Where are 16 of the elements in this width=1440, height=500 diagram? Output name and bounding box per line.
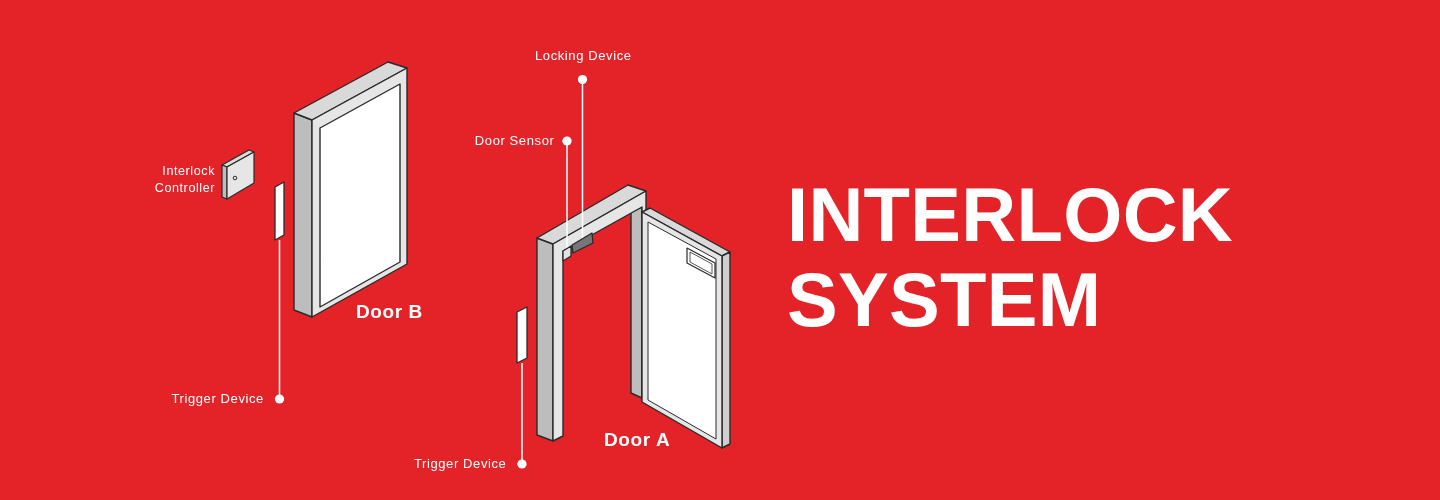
trigger-strip — [516, 306, 528, 364]
door-label: Door B — [356, 300, 423, 324]
locking-block — [571, 232, 594, 254]
part-label: Interlock Controller — [154, 163, 215, 197]
callout-label: Trigger Device — [413, 456, 518, 472]
callout-label: Trigger Device — [171, 391, 275, 407]
sensor-block — [562, 245, 572, 262]
callout-label: Locking Device — [535, 48, 632, 75]
title: INTERLOCK SYSTEM — [787, 172, 1233, 342]
leader-line — [561, 136, 572, 250]
leader-line — [516, 362, 527, 469]
door-label: Door A — [604, 428, 671, 452]
callout-label: Door Sensor — [474, 133, 563, 149]
leader-line — [274, 239, 285, 404]
leader-line — [577, 74, 588, 240]
trigger-strip — [274, 181, 285, 241]
